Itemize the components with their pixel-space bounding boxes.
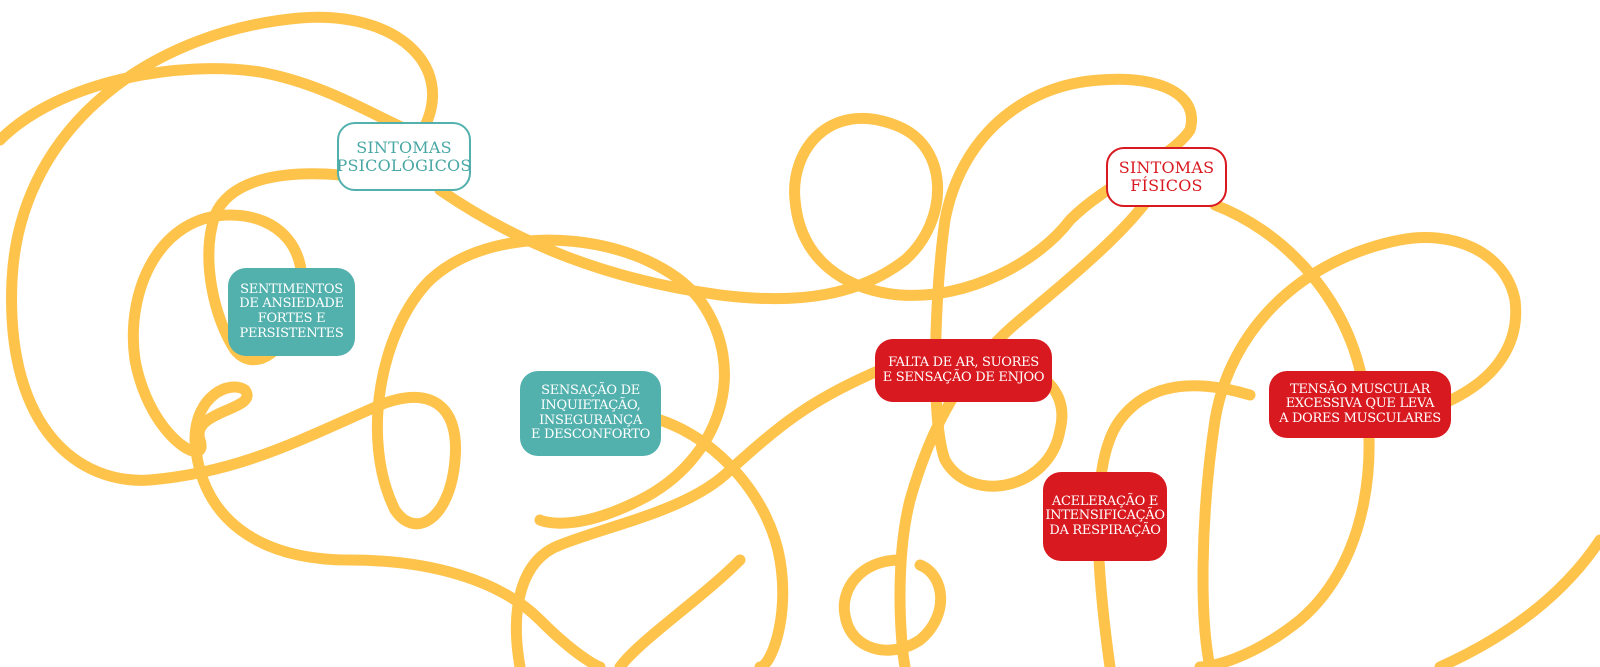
- item-shortness-of-breath: Falta de ar, suores e sensação de enjoo: [875, 339, 1052, 402]
- item-anxiety-feelings: Sentimentos de ansiedade fortes e persis…: [228, 268, 355, 356]
- item-restlessness: Sensação de inquietação, insegurança e d…: [520, 371, 661, 456]
- line-strand-right-2: [1092, 199, 1375, 667]
- line-strand-lower-middle: [510, 364, 886, 667]
- header-physical-symptoms: Sintomas Físicos: [1106, 147, 1227, 207]
- header-psychological-symptoms: Sintomas Psicológicos: [337, 122, 471, 191]
- item-accelerated-breathing: Aceleração e intensificação da respiraçã…: [1043, 472, 1167, 561]
- line-strand-right-3: [1197, 232, 1600, 667]
- item-muscle-tension: Tensão muscular excessiva que leva a dor…: [1269, 371, 1451, 438]
